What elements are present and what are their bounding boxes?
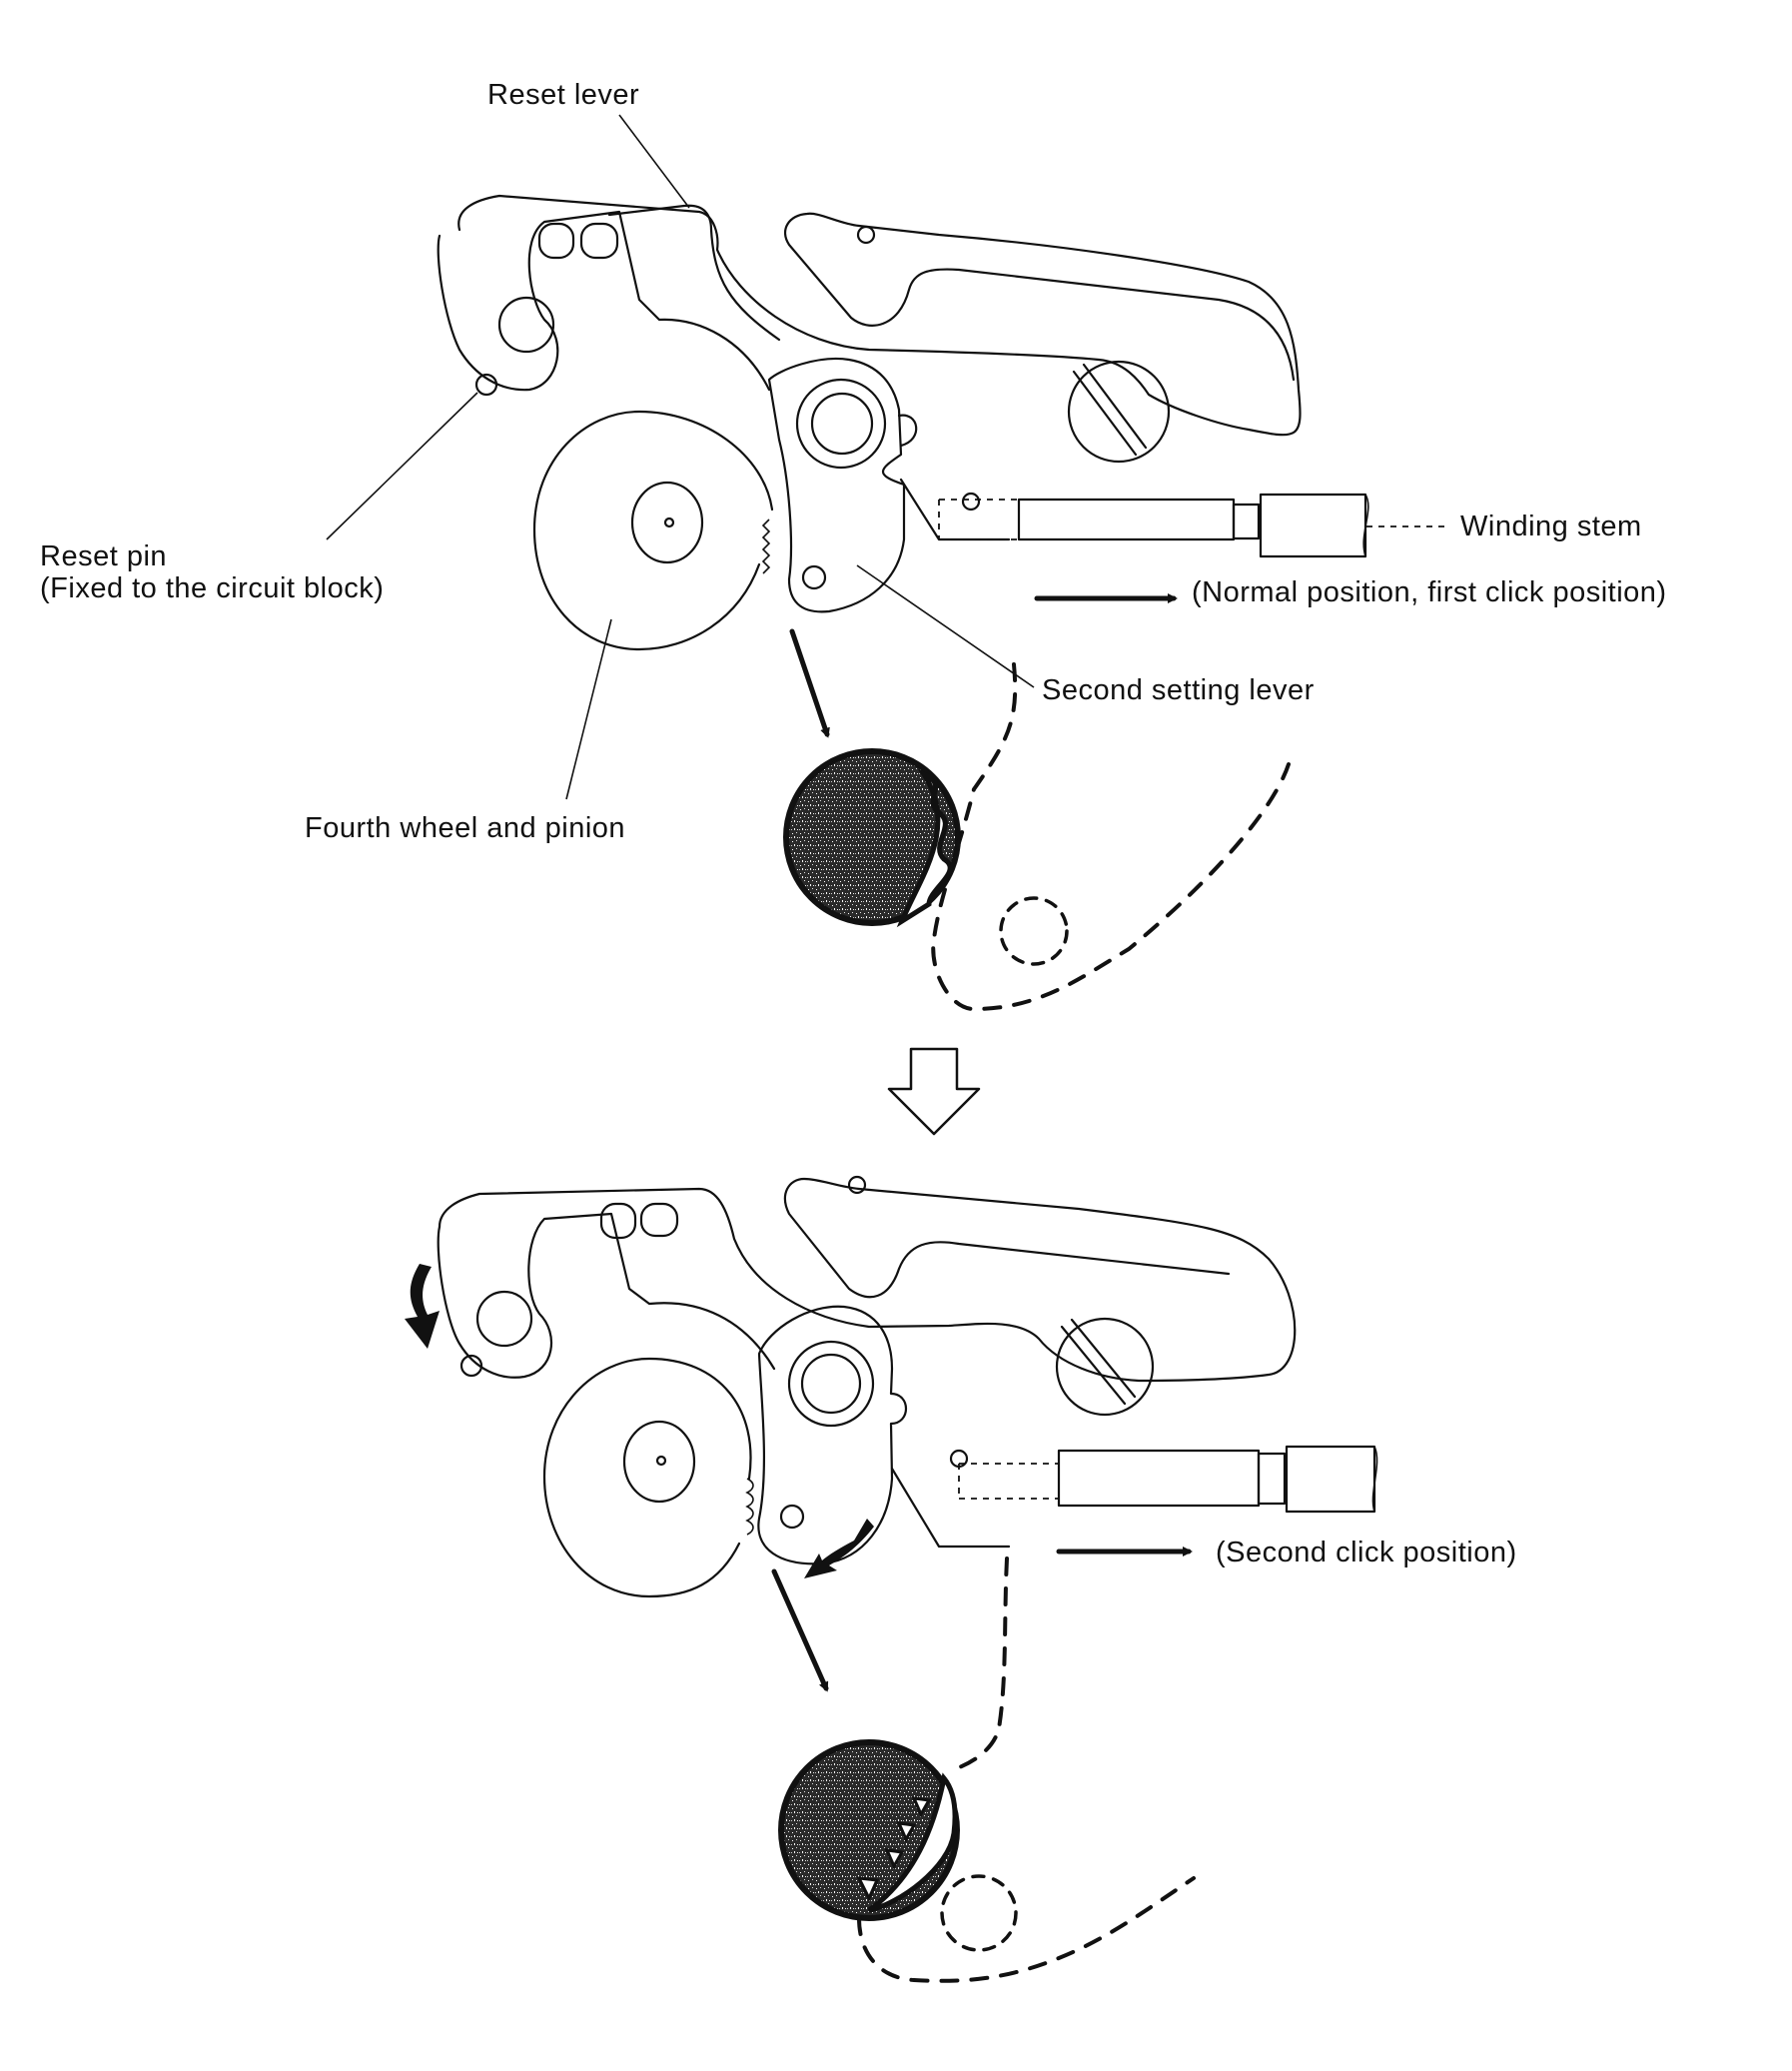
reset-lever-2 (438, 1177, 1297, 1383)
fourth-wheel-2 (542, 1357, 752, 1598)
label-winding-stem: Winding stem (1460, 511, 1642, 542)
screw-head (1067, 360, 1171, 464)
rotation-arrow-setting-lever-icon (804, 1519, 874, 1578)
reset-lever-body (607, 204, 781, 342)
reset-pin-2 (459, 1354, 483, 1378)
winding-stem-crown (1259, 493, 1367, 558)
transition-down-arrow-icon (887, 1047, 981, 1136)
reset-pin (474, 373, 498, 397)
reset-lever-outer (437, 210, 771, 392)
view-second-click-position: (Second click position) (405, 1175, 1517, 1983)
stem-pin-2 (949, 1449, 969, 1469)
screw-slot (1072, 363, 1148, 457)
label-fourth-wheel: Fourth wheel and pinion (305, 812, 625, 844)
fourth-wheel-hub-2 (622, 1420, 696, 1504)
detail-pointer-arrow-second-click (771, 1568, 829, 1692)
leader-reset-lever (618, 114, 690, 209)
detail-pointer-arrow-normal (789, 628, 830, 738)
detail-pivot-ghost-second-click (940, 1874, 1018, 1952)
reset-lever-pivot-2 (475, 1290, 533, 1348)
stem-pin (961, 492, 981, 512)
lever-slot-2 (579, 222, 619, 260)
label-reset-lever: Reset lever (487, 79, 639, 111)
setting-lever-hole (801, 564, 827, 590)
detail-teeth-cuts (856, 1796, 932, 1902)
lever-stud-2 (847, 1175, 867, 1195)
screw-head-2 (1055, 1317, 1155, 1417)
winding-stem-break-2 (1371, 1446, 1378, 1513)
view-normal-position: Reset lever Reset pin (Fixed to the circ… (40, 79, 1667, 1012)
reset-lever (457, 194, 1302, 437)
fourth-wheel (532, 410, 774, 651)
setting-lever-boss-outer-2 (787, 1340, 875, 1428)
fourth-wheel-center (663, 517, 675, 528)
stem-link (899, 478, 1011, 541)
label-second-setting-lever: Second setting lever (1042, 674, 1315, 706)
setting-lever-boss-inner-2 (800, 1353, 862, 1415)
label-state-second-click: (Second click position) (1216, 1537, 1517, 1568)
label-reset-pin-note: (Fixed to the circuit block) (40, 572, 384, 604)
lever-slot-1 (537, 222, 575, 260)
lever-stud (856, 225, 876, 245)
second-setting-lever (767, 357, 906, 613)
lever-slot-2-2 (639, 1202, 679, 1238)
fourth-wheel-pinion-teeth-2 (745, 1478, 754, 1536)
screw-slot-2 (1060, 1318, 1137, 1406)
detail-pivot-ghost-normal (999, 896, 1069, 966)
rotation-arrow-reset-lever-icon (405, 1264, 440, 1349)
fourth-wheel-pinion-teeth (761, 518, 771, 574)
reset-lever-pivot (497, 296, 555, 354)
detail-callout-outline-normal (931, 662, 1291, 1012)
reset-lever-outer-2 (437, 1212, 776, 1379)
leader-reset-pin (326, 392, 478, 540)
detail-callout-outline-second-click (857, 1556, 1196, 1983)
leader-fourth-wheel (565, 618, 612, 800)
detail-engagement-normal (783, 748, 961, 926)
second-setting-lever-2 (757, 1305, 907, 1565)
lever-slot-1-2 (599, 1202, 637, 1240)
setting-lever-boss-outer (795, 378, 887, 470)
setting-lever-boss-inner (810, 392, 874, 456)
winding-stem-shaft (1017, 498, 1236, 541)
detail-teeth-normal (896, 768, 953, 928)
winding-stem-crown-2 (1285, 1445, 1376, 1514)
detail-teeth-second-click (867, 1772, 958, 1913)
fourth-wheel-center-2 (655, 1455, 667, 1467)
fourth-wheel-hub (630, 481, 704, 564)
stem-link-2 (890, 1467, 1011, 1549)
winding-stem-shaft-2 (1057, 1449, 1261, 1508)
label-state-normal: (Normal position, first click position) (1192, 576, 1667, 608)
winding-stem-break (1362, 494, 1369, 557)
label-reset-pin: Reset pin (40, 540, 167, 572)
setting-lever-hole-2 (779, 1504, 805, 1530)
leader-second-setting-lever (856, 564, 1035, 688)
stem-hidden-end-2 (958, 1463, 1059, 1500)
winding-stem-neck (1232, 503, 1261, 540)
winding-stem-neck-2 (1257, 1452, 1287, 1506)
setting-lever-nub (897, 414, 918, 448)
